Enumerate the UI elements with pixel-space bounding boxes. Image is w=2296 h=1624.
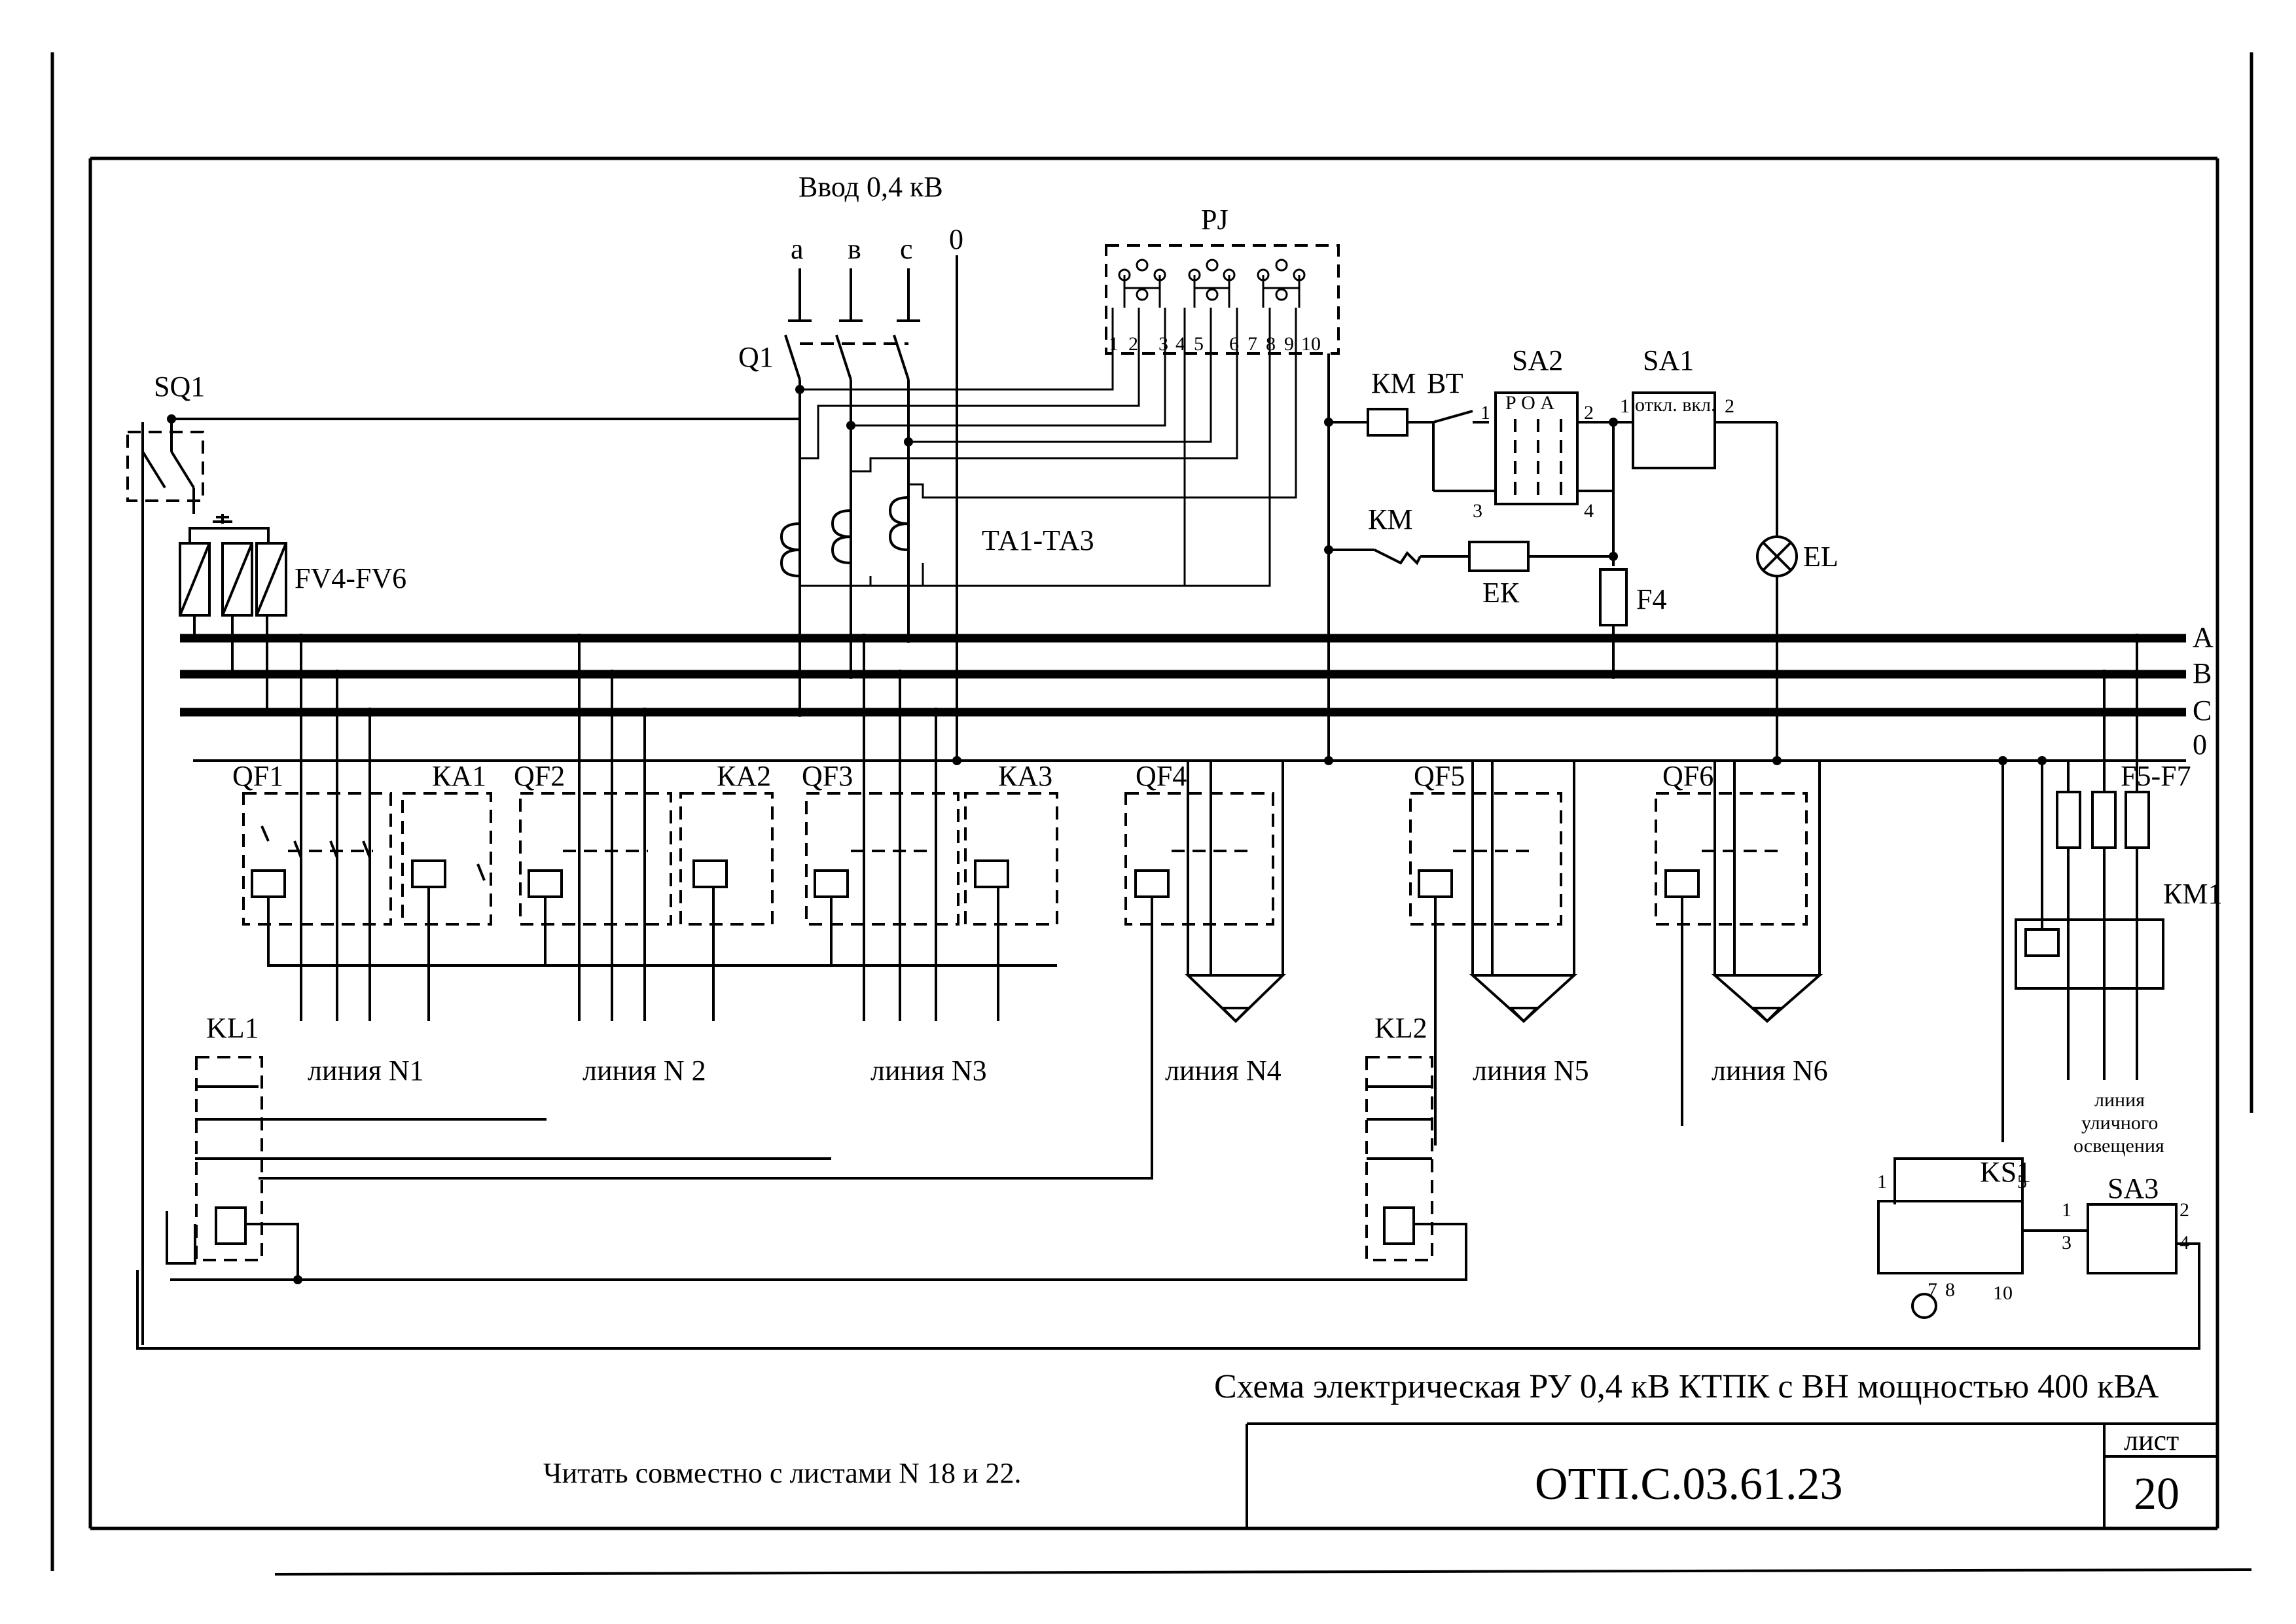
street-line-1: линия <box>2094 1089 2145 1111</box>
sa3-label: SA3 <box>2108 1172 2159 1204</box>
qf5-label: QF5 <box>1414 760 1465 792</box>
ka2-label: КА2 <box>717 760 771 792</box>
control-circuit: КМ ВТ SA2 Р О А 1 2 3 4 SA1 откл. вкл. 1… <box>1327 344 1839 761</box>
line-n4-label: линия N4 <box>1165 1055 1282 1087</box>
street-line-3: освещения <box>2073 1135 2164 1157</box>
sa3-pin-1: 1 <box>2062 1199 2072 1221</box>
bus-label-b: В <box>2193 657 2212 689</box>
input-section: Ввод 0,4 кВ а в с 0 Q1 <box>738 171 963 761</box>
pj-terminal-4: 4 <box>1175 333 1185 355</box>
line-n5-label: линия N5 <box>1473 1055 1589 1087</box>
pj-terminal-9: 9 <box>1284 333 1294 355</box>
sa2-pin-4: 4 <box>1584 500 1594 522</box>
km-label-top: КМ <box>1371 367 1416 399</box>
pj-label: PJ <box>1201 204 1229 236</box>
qf1-label: QF1 <box>232 760 283 792</box>
pj-meter: PJ 1 2 3 4 5 6 7 8 9 10 <box>1105 204 1340 355</box>
read-with-note: Читать совместно с листами N 18 и 22. <box>543 1457 1022 1489</box>
ks1-pin-5: 5 <box>2017 1171 2027 1193</box>
pj-terminal-6: 6 <box>1229 333 1239 355</box>
pj-terminal-5: 5 <box>1194 333 1204 355</box>
ks1-pin-8: 8 <box>1945 1279 1955 1301</box>
line-n6-label: линия N6 <box>1712 1055 1828 1087</box>
pj-terminal-7: 7 <box>1247 333 1257 355</box>
phase-label-b: в <box>848 233 861 265</box>
sheet-label: лист <box>2124 1424 2179 1456</box>
sheet-number: 20 <box>2134 1469 2179 1519</box>
title-block: Схема электрическая РУ 0,4 кВ КТПК с ВН … <box>543 1368 2217 1528</box>
doc-code: ОТП.С.03.61.23 <box>1535 1459 1843 1509</box>
bus-label-c: С <box>2193 695 2212 727</box>
bt-label: ВТ <box>1427 367 1463 399</box>
qf6-label: QF6 <box>1662 760 1713 792</box>
feeders: QF1 КА1 QF2 КА2 QF3 КА3 <box>232 638 1828 1180</box>
sa2-pin-3: 3 <box>1473 500 1482 522</box>
sq1-and-arresters: SQ1 FV4-FV6 <box>126 370 800 1345</box>
f4-label: F4 <box>1636 583 1666 615</box>
pj-terminal-3: 3 <box>1158 333 1168 355</box>
sa3-pin-2: 2 <box>2179 1199 2189 1221</box>
kl1-label: KL1 <box>206 1012 259 1044</box>
ks1-pin-1: 1 <box>1877 1171 1887 1193</box>
line-n3-label: линия N3 <box>870 1055 987 1087</box>
sa2-modes: Р О А <box>1505 392 1554 414</box>
ka3-label: КА3 <box>998 760 1052 792</box>
phase-label-a: а <box>791 233 804 265</box>
qf3-label: QF3 <box>802 760 853 792</box>
qf4-label: QF4 <box>1136 760 1187 792</box>
ks1-pin-10: 10 <box>1993 1282 2013 1304</box>
sa2-label: SA2 <box>1512 344 1563 376</box>
phase-label-c: с <box>900 233 913 265</box>
fv-label: FV4-FV6 <box>295 562 406 594</box>
pj-terminal-10: 10 <box>1301 333 1321 355</box>
kl-relays: KL1 KL2 <box>166 1012 1467 1284</box>
sa1-label: SA1 <box>1643 344 1694 376</box>
sq1-label: SQ1 <box>154 370 205 403</box>
line-n1-label: линия N1 <box>308 1055 424 1087</box>
f5-f7-label: F5-F7 <box>2121 760 2191 792</box>
input-title: Ввод 0,4 кВ <box>798 171 943 203</box>
sa1-pin-2: 2 <box>1725 395 1734 417</box>
bus-label-a: А <box>2193 621 2214 653</box>
pj-terminal-2: 2 <box>1128 333 1138 355</box>
el-label: EL <box>1803 541 1839 573</box>
sa2-pin-1: 1 <box>1480 402 1490 424</box>
qf2-label: QF2 <box>514 760 565 792</box>
line-n2-label: линия N 2 <box>583 1055 706 1087</box>
pj-terminals: 1 2 3 4 5 6 7 8 9 10 <box>1109 333 1321 355</box>
current-transformers: ТА1-ТА3 <box>780 308 1297 587</box>
drawing-frame <box>50 52 2253 1576</box>
street-lighting-section: F5-F7 КМ1 линия уличного освещения KS1 1… <box>136 638 2222 1350</box>
km1-label: КМ1 <box>2163 878 2222 910</box>
busbars: А В С 0 <box>180 621 2214 762</box>
pj-terminal-1: 1 <box>1109 333 1119 355</box>
ek-label: ЕК <box>1482 577 1520 609</box>
junction-dots <box>167 385 2142 765</box>
kl2-label: KL2 <box>1374 1012 1427 1044</box>
sa1-modes: откл. вкл. <box>1635 394 1715 416</box>
sa3-pin-3: 3 <box>2062 1232 2072 1254</box>
ka1-label: КА1 <box>432 760 486 792</box>
bus-label-0: 0 <box>2193 729 2207 761</box>
street-line-2: уличного <box>2081 1112 2158 1134</box>
q1-label: Q1 <box>738 341 774 373</box>
drawing-caption: Схема электрическая РУ 0,4 кВ КТПК с ВН … <box>1214 1368 2159 1405</box>
ta-label: ТА1-ТА3 <box>982 524 1094 556</box>
km-label-mid: КМ <box>1368 503 1412 535</box>
pj-terminal-8: 8 <box>1266 333 1276 355</box>
neutral-label: 0 <box>949 223 963 255</box>
sa1-pin-1: 1 <box>1620 395 1630 417</box>
sa2-pin-2: 2 <box>1584 402 1594 424</box>
